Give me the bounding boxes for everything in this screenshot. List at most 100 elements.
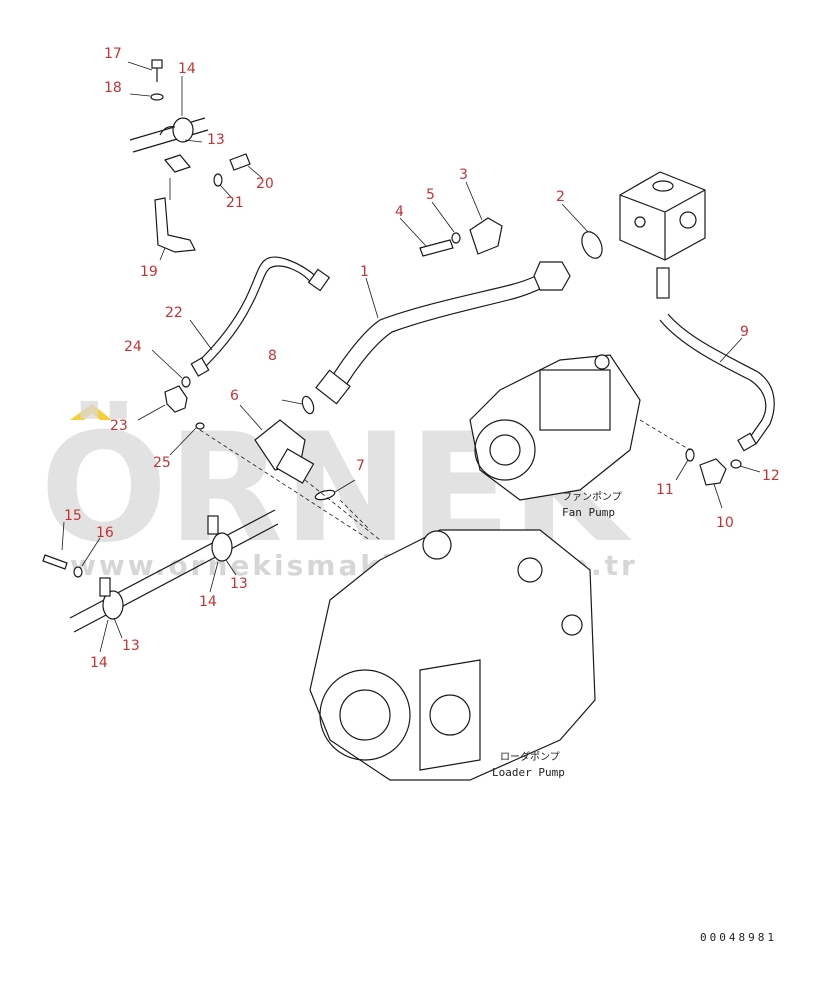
hose-9: [656, 267, 775, 452]
hose-9-fitting-bottom: [737, 432, 757, 452]
part-number-10: 10: [716, 515, 734, 531]
loader-pump-fan-hub: [339, 689, 391, 741]
part-number-8: 8: [268, 348, 277, 364]
fan-pump-port: [594, 354, 610, 370]
pipe-top: [129, 117, 209, 153]
leader-20: [247, 165, 263, 179]
leader-18: [129, 93, 151, 97]
leader-4: [399, 217, 427, 247]
part-number-3: 3: [459, 167, 468, 183]
hose-1-flange: [533, 261, 571, 291]
watermark-accent-mark: [70, 404, 112, 420]
part-number-14-left: 14: [90, 655, 108, 671]
part-number-18: 18: [104, 80, 122, 96]
loader-pump-label-en: Loader Pump: [492, 766, 565, 779]
leader-24: [151, 349, 183, 379]
tube-22-fitting-bottom: [190, 357, 210, 377]
o-ring-25: [195, 422, 205, 430]
hose-1-end-fitting: [315, 369, 351, 405]
part-number-5: 5: [426, 187, 435, 203]
fan-pump-shaft: [489, 434, 521, 466]
clamp-14-lower-mid: [211, 532, 233, 562]
part-number-12: 12: [762, 468, 780, 484]
fan-pump-label-jp: ファンポンプ: [562, 491, 622, 503]
washer-5: [451, 232, 461, 244]
o-ring-7: [314, 489, 336, 501]
clip-13-lower: [163, 154, 192, 173]
part-number-19: 19: [140, 264, 158, 280]
leader-25: [169, 427, 197, 456]
loader-pump-label-jp: ローダポンプ: [500, 750, 560, 763]
hose-9-inner: [667, 313, 775, 445]
part-number-15: 15: [64, 508, 82, 524]
o-ring-2: [581, 231, 603, 259]
tube-22-inner: [205, 265, 315, 367]
o-ring-24: [181, 376, 191, 388]
bolt-20: [229, 153, 251, 171]
hose-1-inner: [341, 279, 557, 393]
leader-22: [189, 319, 213, 351]
leader-11: [675, 459, 689, 481]
hose-1-outer: [329, 267, 551, 381]
o-ring-11: [685, 448, 695, 462]
leader-3: [465, 181, 483, 221]
valve-block-edge-2: [664, 189, 706, 213]
washer-18: [150, 93, 164, 101]
washer-16: [73, 566, 83, 578]
leader-16: [81, 537, 101, 567]
loader-pump-flange: [419, 659, 481, 771]
part-number-11: 11: [656, 482, 674, 498]
valve-block-body: [619, 171, 706, 261]
tube-22: [190, 256, 331, 377]
fan-pump-body: [469, 354, 641, 501]
clamp-tab-left: [99, 577, 111, 597]
part-number-23: 23: [110, 418, 128, 434]
leader-5: [431, 201, 455, 233]
part-number-21: 21: [226, 195, 244, 211]
leader-13-top: [184, 139, 203, 143]
bracket-19: [154, 197, 196, 253]
valve-block-edge-1: [619, 194, 666, 213]
leader-13-mid: [225, 559, 237, 576]
clamp-14-top: [172, 117, 194, 143]
leader-19-label: [159, 247, 166, 261]
part-number-20: 20: [256, 176, 274, 192]
loader-pump-right-port: [517, 557, 543, 583]
leader-1: [365, 277, 379, 319]
washer-21: [213, 173, 223, 187]
part-number-2: 2: [556, 189, 565, 205]
clamp-14-lower-left: [102, 590, 124, 620]
tube-22-fitting-top: [307, 268, 331, 292]
part-number-13-left: 13: [122, 638, 140, 654]
part-number-16: 16: [96, 525, 114, 541]
assembly-line-7: [339, 499, 371, 531]
fan-pump: ファンポンプ Fan Pump: [469, 354, 641, 519]
o-ring-8: [301, 395, 315, 415]
part-number-9: 9: [740, 324, 749, 340]
leader-23: [137, 404, 166, 421]
leader-17: [127, 61, 153, 71]
loader-pump: ローダポンプ Loader Pump: [309, 529, 596, 781]
tube-22-outer: [199, 256, 319, 361]
valve-block-port-right: [679, 211, 697, 229]
fan-pump-label-en: Fan Pump: [562, 506, 615, 519]
part-number-14-top: 14: [178, 61, 196, 77]
leader-12: [739, 465, 761, 473]
part-number-13-mid: 13: [230, 576, 248, 592]
lower-pipe-group: [42, 509, 279, 633]
leader-21: [219, 184, 233, 199]
clamp-tab-mid: [207, 515, 219, 535]
o-ring-12: [730, 459, 742, 469]
part-number-25: 25: [153, 455, 171, 471]
leader-9: [719, 337, 743, 363]
sensor-6-thread: [275, 448, 315, 484]
part-number-22: 22: [165, 305, 183, 321]
clamp-13-top: [159, 126, 176, 136]
leader-lines: [61, 61, 761, 653]
leader-8: [281, 399, 303, 405]
valve-block-port-side: [634, 216, 646, 228]
part-number-7: 7: [356, 458, 365, 474]
valve-block-port-top: [652, 180, 674, 192]
elbow-23: [164, 385, 188, 413]
part-number-24: 24: [124, 339, 142, 355]
